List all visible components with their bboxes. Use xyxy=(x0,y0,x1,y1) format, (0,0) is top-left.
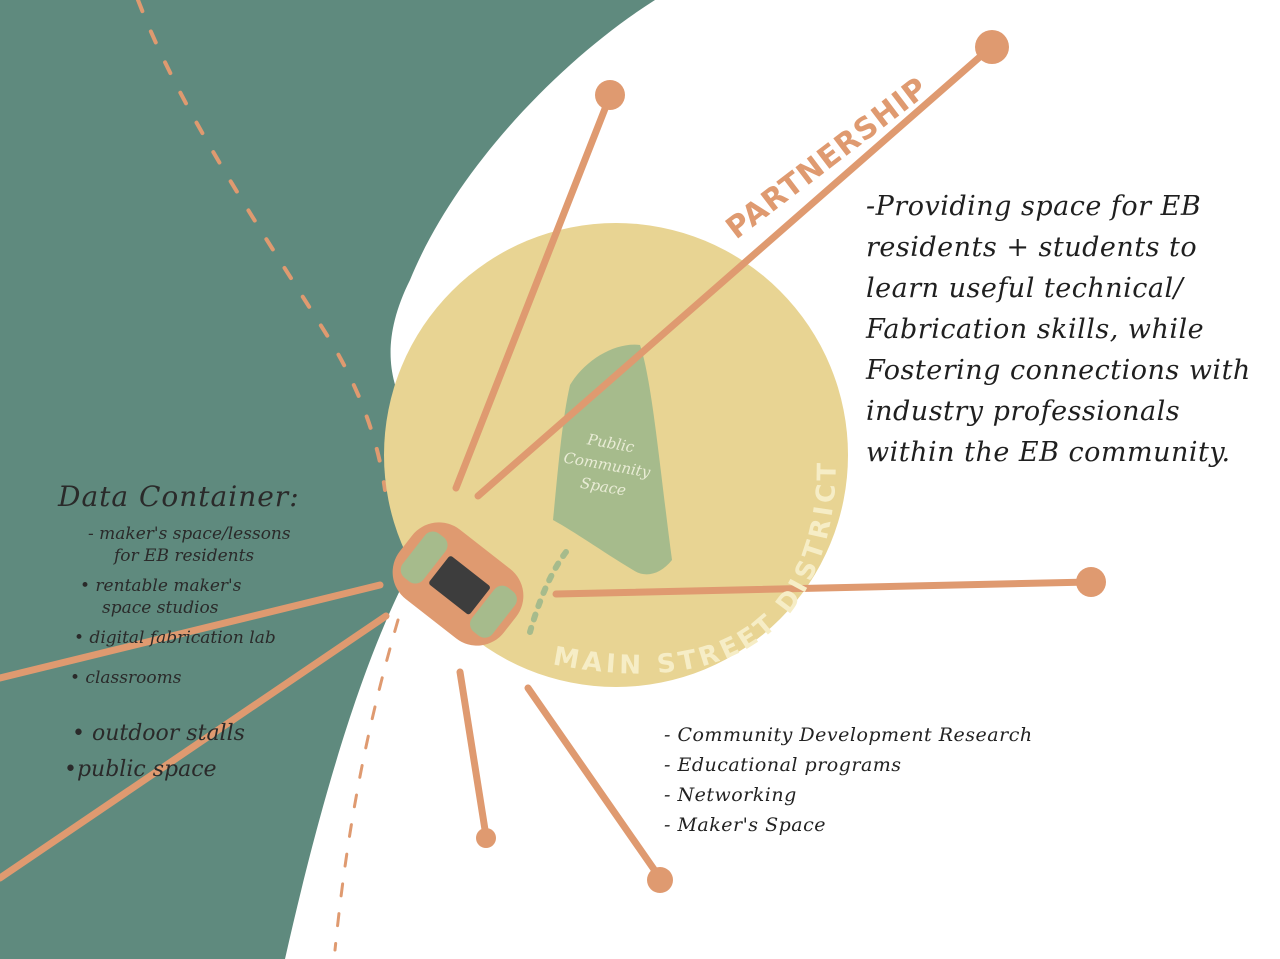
hub-wing-right xyxy=(470,585,517,638)
ray-left-lower xyxy=(0,612,390,882)
endpoint-down-right xyxy=(647,867,673,893)
list-item: - maker's space/lessons xyxy=(88,524,291,544)
ray-right xyxy=(552,578,1094,598)
connector-dashes xyxy=(527,549,569,635)
ray-down xyxy=(456,668,490,840)
data-container-list: Data Container: - maker's space/lessons … xyxy=(58,480,300,781)
list-item: • outdoor stalls xyxy=(72,721,245,746)
hub-building xyxy=(392,522,524,646)
list-item: •public space xyxy=(64,757,217,782)
data-container-title: Data Container: xyxy=(58,480,300,513)
description-line: Fabrication skills, while xyxy=(866,314,1205,345)
description-line: industry professionals xyxy=(866,396,1181,427)
list-item: - Networking xyxy=(664,784,797,806)
ray-left-upper xyxy=(0,581,384,682)
hub-core xyxy=(429,556,490,615)
programs-list: - Community Development Research - Educa… xyxy=(664,720,1033,840)
hub-wing-left xyxy=(400,531,448,584)
dashed-path-lower xyxy=(333,618,400,952)
endpoint-partnerships xyxy=(975,30,1009,64)
description-line: Fostering connections with xyxy=(866,355,1251,386)
description-line: within the EB community. xyxy=(866,437,1231,468)
ray-partnerships xyxy=(474,44,994,500)
ray-upper-left xyxy=(452,92,614,492)
list-item: - Community Development Research xyxy=(664,724,1033,746)
list-item: • digital fabrication lab xyxy=(74,628,276,648)
ray-endpoints xyxy=(476,30,1106,893)
list-item: • classrooms xyxy=(70,668,182,688)
connection-rays xyxy=(0,44,1094,882)
list-item: for EB residents xyxy=(114,546,255,566)
ray-down-right xyxy=(524,684,664,882)
description-line: learn useful technical/ xyxy=(866,273,1184,304)
list-item: space studios xyxy=(102,598,219,618)
list-item: • rentable maker's xyxy=(80,576,242,596)
description-line: -Providing space for EB xyxy=(866,191,1202,222)
endpoint-right xyxy=(1076,567,1106,597)
description-line: residents + students to xyxy=(866,232,1198,263)
description-note: -Providing space for EB residents + stud… xyxy=(866,186,1251,473)
list-item: - Educational programs xyxy=(664,754,902,776)
list-item: - Maker's Space xyxy=(664,814,826,836)
endpoint-upper-left xyxy=(595,80,625,110)
endpoint-down xyxy=(476,828,496,848)
dashed-path-upper xyxy=(136,0,387,492)
teal-region xyxy=(0,0,655,959)
